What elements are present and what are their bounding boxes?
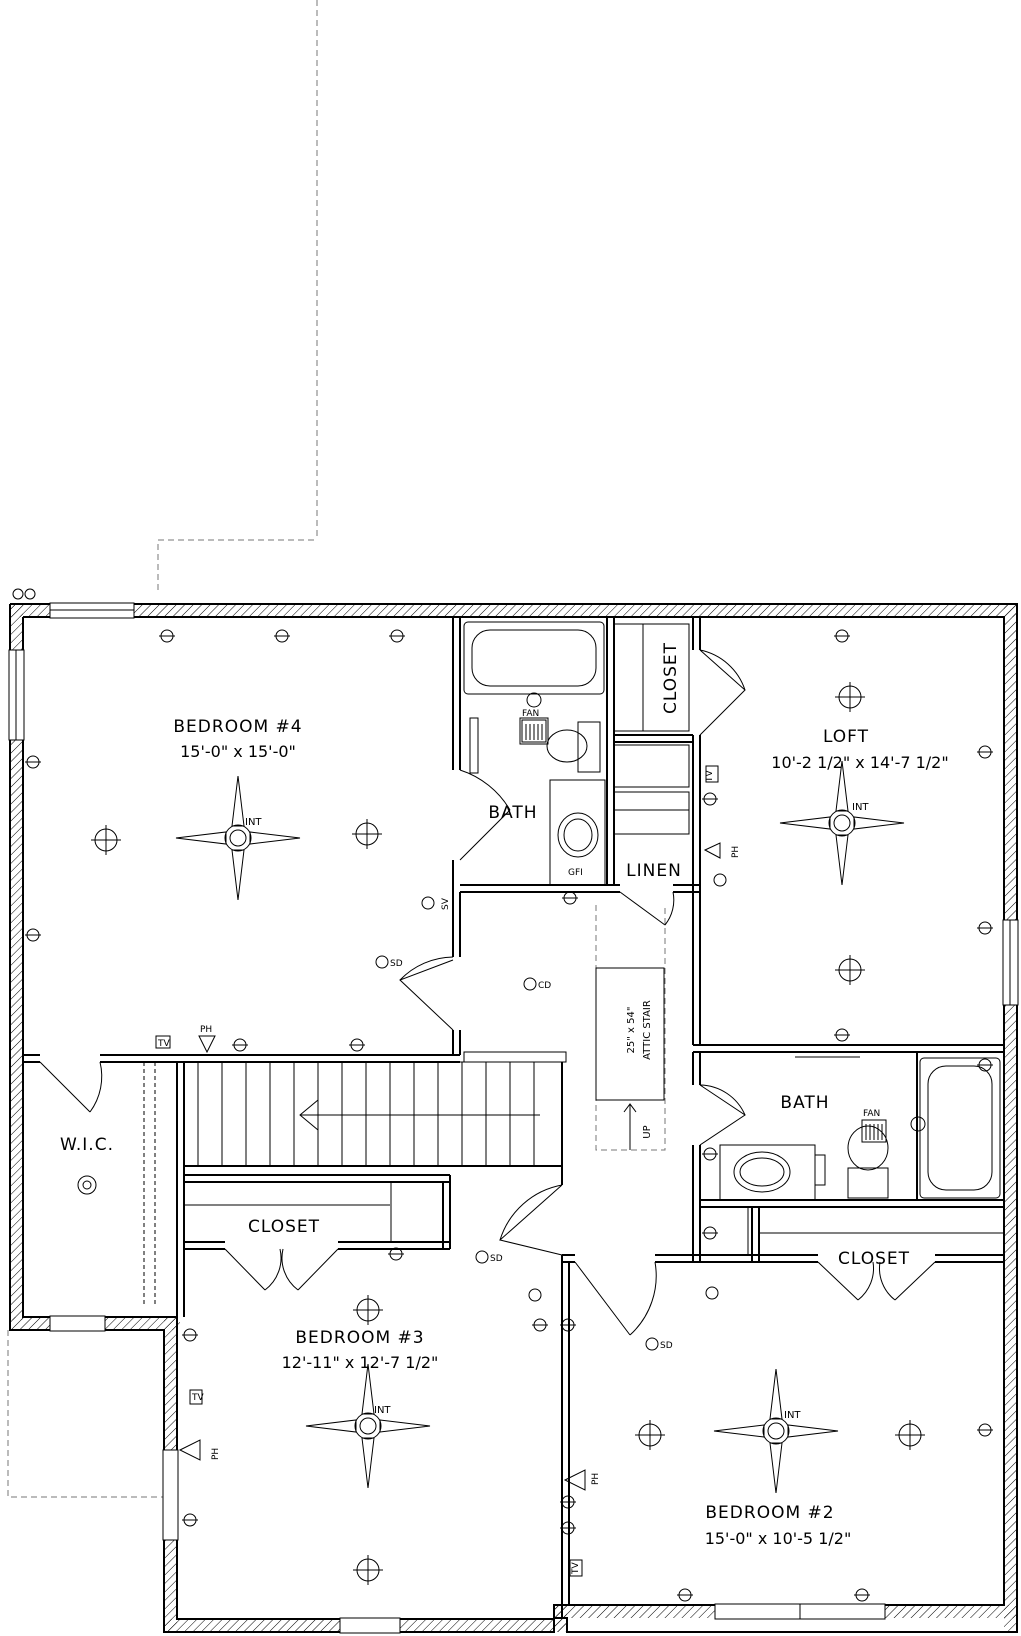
bedroom3-dims: 12'-11" x 12'-7 1/2" — [282, 1353, 439, 1372]
sd-label-hall: SD — [390, 959, 403, 969]
door-swings — [39, 649, 936, 1336]
ph-label-loft: PH — [731, 846, 741, 858]
bath-upper-name: BATH — [488, 803, 537, 823]
loft-dims: 10'-2 1/2" x 14'-7 1/2" — [771, 753, 948, 772]
closet-bedroom2-name: CLOSET — [838, 1249, 910, 1269]
main-stair — [143, 1062, 540, 1305]
fan-label-lower: FAN — [863, 1109, 880, 1119]
sd-label-bedroom3: SD — [490, 1254, 503, 1264]
bedroom4-name: BEDROOM #4 — [173, 717, 302, 737]
loft-name: LOFT — [823, 727, 869, 747]
ceiling-fans — [175, 760, 905, 1494]
closet-upper-name: CLOSET — [661, 642, 681, 714]
plumbing-fixtures — [463, 621, 1001, 1256]
attic-stair — [595, 967, 665, 1150]
wic-name: W.I.C. — [60, 1135, 114, 1155]
symbol-labels: INT INT INT INT FAN FAN TV PH SV SD CD S… — [157, 709, 880, 1575]
sd-label-bedroom2: SD — [660, 1341, 673, 1351]
tv-label-bedroom3: TV — [191, 1393, 204, 1403]
ceiling-fan-bedroom3 — [305, 1363, 431, 1489]
bedroom4-dims: 15'-0" x 15'-0" — [180, 742, 296, 761]
tv-label-loft: TV — [705, 770, 715, 783]
ceiling-fan-loft — [779, 760, 905, 886]
bedroom2-name: BEDROOM #2 — [705, 1503, 834, 1523]
bath-lower-name: BATH — [780, 1093, 829, 1113]
ceiling-fan-bedroom2 — [713, 1368, 839, 1494]
int-label-bedroom2: INT — [784, 1410, 801, 1421]
attic-stair-up: UP — [642, 1125, 653, 1138]
ceiling-fan-bedroom4 — [175, 775, 301, 901]
closet-bedroom3-name: CLOSET — [248, 1217, 320, 1237]
int-label-bedroom3: INT — [374, 1405, 391, 1416]
ph-label-bedroom4: PH — [200, 1025, 212, 1035]
dashed-outlines — [7, 0, 666, 1498]
bedroom2-dims: 15'-0" x 10'-5 1/2" — [705, 1529, 852, 1548]
tv-label-bedroom4: TV — [157, 1039, 170, 1049]
outlet-symbols — [25, 629, 993, 1602]
cd-label-hall: CD — [538, 981, 551, 991]
attic-stair-name: ATTIC STAIR — [642, 1000, 653, 1060]
gfi-label-upper: GFI — [568, 868, 583, 878]
ph-label-bedroom2: PH — [591, 1473, 601, 1485]
bedroom3-name: BEDROOM #3 — [295, 1328, 424, 1348]
fan-label-upper: FAN — [522, 709, 539, 719]
int-label-bedroom4: INT — [245, 817, 262, 828]
int-label-loft: INT — [852, 802, 869, 813]
tv-label-bedroom2: TV — [571, 1562, 581, 1575]
attic-stair-size: 25" x 54" — [626, 1007, 637, 1054]
sv-label-hall: SV — [441, 897, 451, 910]
speaker-symbols — [91, 682, 925, 1585]
exterior-walls — [8, 588, 1019, 1634]
linen-name: LINEN — [626, 861, 682, 881]
ph-label-bedroom3: PH — [211, 1448, 221, 1460]
exhaust-fans — [521, 719, 887, 1143]
